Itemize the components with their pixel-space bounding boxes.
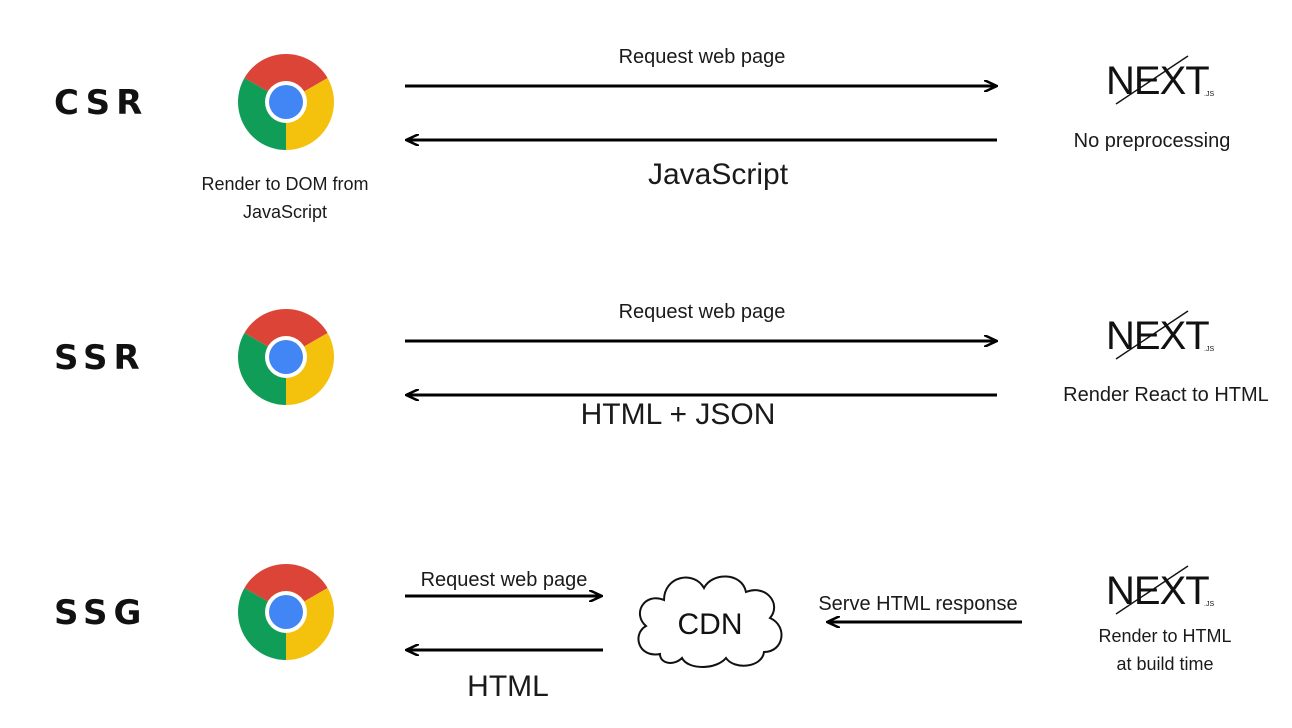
svg-text:.JS: .JS [1204, 91, 1214, 98]
cloud-icon: CDN [637, 575, 783, 668]
ssg-serve-label: Serve HTML response [818, 593, 1018, 615]
csr-request-label: Request web page [618, 46, 786, 68]
csr-client-caption: Render to DOM from JavaScript [170, 170, 400, 226]
chrome-icon [238, 309, 334, 405]
chrome-icon [238, 564, 334, 660]
svg-text:NEXT: NEXT [1106, 569, 1209, 613]
cdn-label: CDN [678, 608, 743, 641]
csr-client-caption-line: Render to DOM from [201, 174, 369, 194]
ssr-request-label: Request web page [618, 301, 786, 323]
nextjs-logo: NEXT.JS [1106, 565, 1214, 615]
svg-text:.JS: .JS [1204, 346, 1214, 353]
csr-server-caption: No preprocessing [1073, 130, 1231, 152]
nextjs-logo: NEXT.JS [1106, 55, 1214, 105]
csr-response-label: JavaScript [647, 158, 789, 191]
ssg-server-caption: Render to HTML at build time [1054, 622, 1276, 678]
ssr-response-label: HTML + JSON [580, 398, 776, 431]
chrome-icon [238, 54, 334, 150]
ssg-response-label: HTML [467, 670, 549, 703]
ssg-server-caption-line: Render to HTML [1098, 626, 1232, 646]
ssg-server-caption-line: at build time [1116, 654, 1214, 674]
ssg-label: SSG [54, 593, 148, 633]
csr-client-caption-line: JavaScript [242, 202, 328, 222]
svg-text:NEXT: NEXT [1106, 59, 1209, 103]
svg-text:NEXT: NEXT [1106, 314, 1209, 358]
ssg-request-label: Request web page [420, 569, 588, 591]
ssr-label: SSR [54, 338, 146, 378]
svg-text:.JS: .JS [1204, 601, 1214, 608]
nextjs-logo: NEXT.JS [1106, 310, 1214, 360]
ssr-server-caption: Render React to HTML [1063, 384, 1269, 406]
csr-label: CSR [54, 83, 149, 123]
